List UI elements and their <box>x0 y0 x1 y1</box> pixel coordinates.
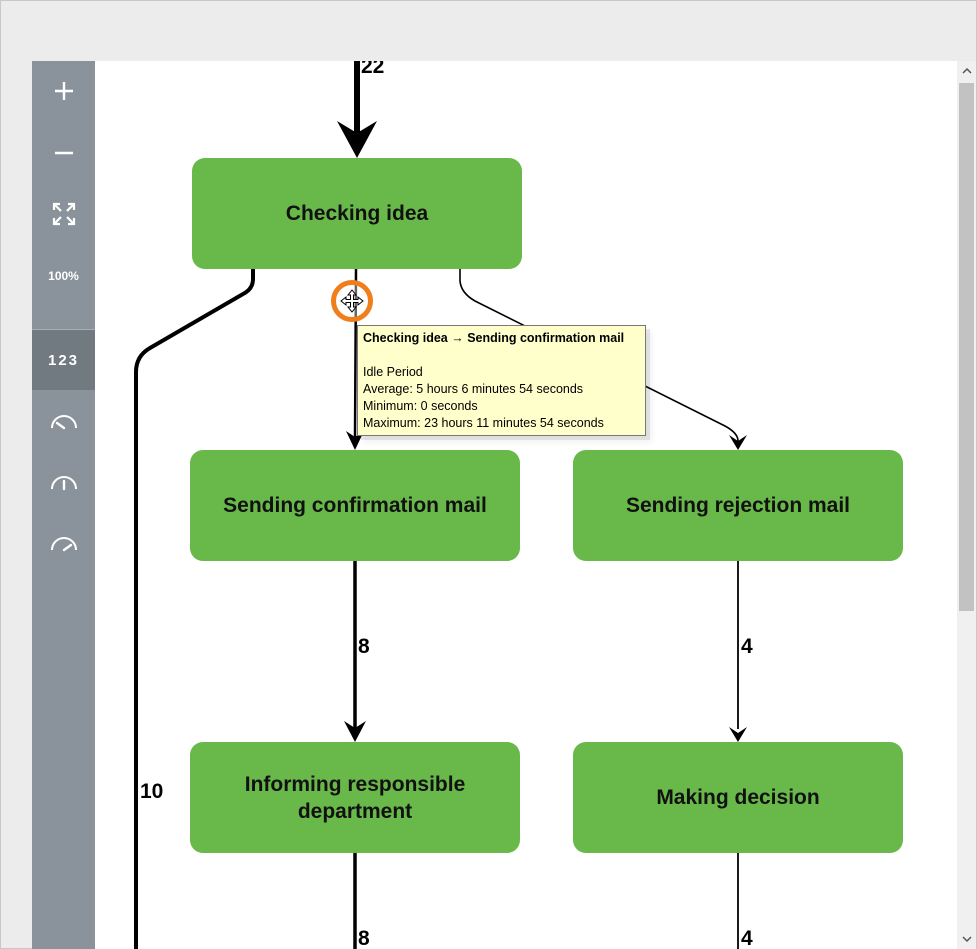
node-sending-confirmation-mail-label: Sending confirmation mail <box>223 494 487 517</box>
scroll-up-button[interactable] <box>957 61 976 81</box>
edge-incoming-arrowhead <box>337 121 377 158</box>
edge-tooltip: Checking idea → Sending confirmation mai… <box>357 325 646 436</box>
tooltip-minimum: Minimum: 0 seconds <box>363 399 478 413</box>
edge-checking-to-rejection[interactable] <box>459 269 739 442</box>
zoom-out-icon <box>54 151 73 155</box>
speed-medium-button[interactable] <box>32 452 95 512</box>
diagram-toolbar: 100% 123 <box>32 61 95 949</box>
edge-drag-handle[interactable] <box>331 280 373 322</box>
edge-bypass[interactable] <box>134 269 255 949</box>
edge-label-rejection-to-decision[interactable]: 4 <box>741 635 753 658</box>
zoom-in-button[interactable] <box>32 61 95 121</box>
edge-checking-to-rejection-arrowhead <box>729 435 747 450</box>
fit-to-screen-button[interactable] <box>32 184 95 244</box>
tooltip-average: Average: 5 hours 6 minutes 54 seconds <box>363 382 584 396</box>
node-checking-idea-label: Checking idea <box>285 202 429 225</box>
scroll-thumb[interactable] <box>959 83 974 611</box>
node-sending-rejection-mail[interactable]: Sending rejection mail <box>573 450 903 561</box>
zoom-out-button[interactable] <box>32 123 95 183</box>
speedometer-medium-icon <box>50 476 77 491</box>
chevron-up-icon <box>961 67 972 74</box>
edge-label-incoming[interactable]: 22 <box>361 61 385 78</box>
fit-to-screen-icon <box>52 202 75 226</box>
node-informing-responsible-department[interactable]: Informing responsible department <box>190 742 520 853</box>
edges-layer <box>134 61 747 949</box>
zoom-level-label: 100% <box>48 269 79 283</box>
edge-rejection-to-decision-arrowhead <box>729 727 747 742</box>
numbers-toggle-label: 123 <box>47 351 80 369</box>
node-informing-label-line2: department <box>297 799 413 823</box>
tooltip-spacer <box>363 347 640 364</box>
edge-label-confirmation-to-informing[interactable]: 8 <box>358 635 370 658</box>
speedometer-slow-icon <box>50 415 77 430</box>
show-numbers-toggle[interactable]: 123 <box>32 330 95 390</box>
speed-fast-button[interactable] <box>32 513 95 573</box>
tooltip-maximum: Maximum: 23 hours 11 minutes 54 seconds <box>363 416 604 430</box>
edge-label-informing-out[interactable]: 8 <box>358 927 370 949</box>
node-making-decision[interactable]: Making decision <box>573 742 903 853</box>
speedometer-fast-icon <box>50 537 77 552</box>
edge-label-decision-out[interactable]: 4 <box>741 927 753 949</box>
vertical-scrollbar[interactable] <box>957 61 976 949</box>
tooltip-section: Idle Period <box>363 365 423 379</box>
node-sending-confirmation-mail[interactable]: Sending confirmation mail <box>190 450 520 561</box>
speed-slow-button[interactable] <box>32 391 95 451</box>
node-informing-label-line1: Informing responsible <box>244 772 466 796</box>
chevron-down-icon <box>961 936 972 943</box>
node-sending-rejection-mail-label: Sending rejection mail <box>625 494 851 517</box>
zoom-in-icon <box>54 82 73 100</box>
node-checking-idea[interactable]: Checking idea <box>192 158 522 269</box>
zoom-level-button[interactable]: 100% <box>32 246 95 306</box>
scroll-down-button[interactable] <box>957 929 976 949</box>
tooltip-title: Checking idea → Sending confirmation mai… <box>363 331 625 345</box>
toolbar-divider <box>32 329 95 330</box>
diagram-canvas[interactable]: 22 8 4 10 8 4 Checking idea Sending conf… <box>95 61 957 949</box>
edge-confirmation-to-informing-arrowhead <box>344 721 366 742</box>
edge-label-bypass[interactable]: 10 <box>140 780 164 803</box>
node-making-decision-label: Making decision <box>656 786 820 809</box>
move-cursor-icon <box>340 289 364 313</box>
